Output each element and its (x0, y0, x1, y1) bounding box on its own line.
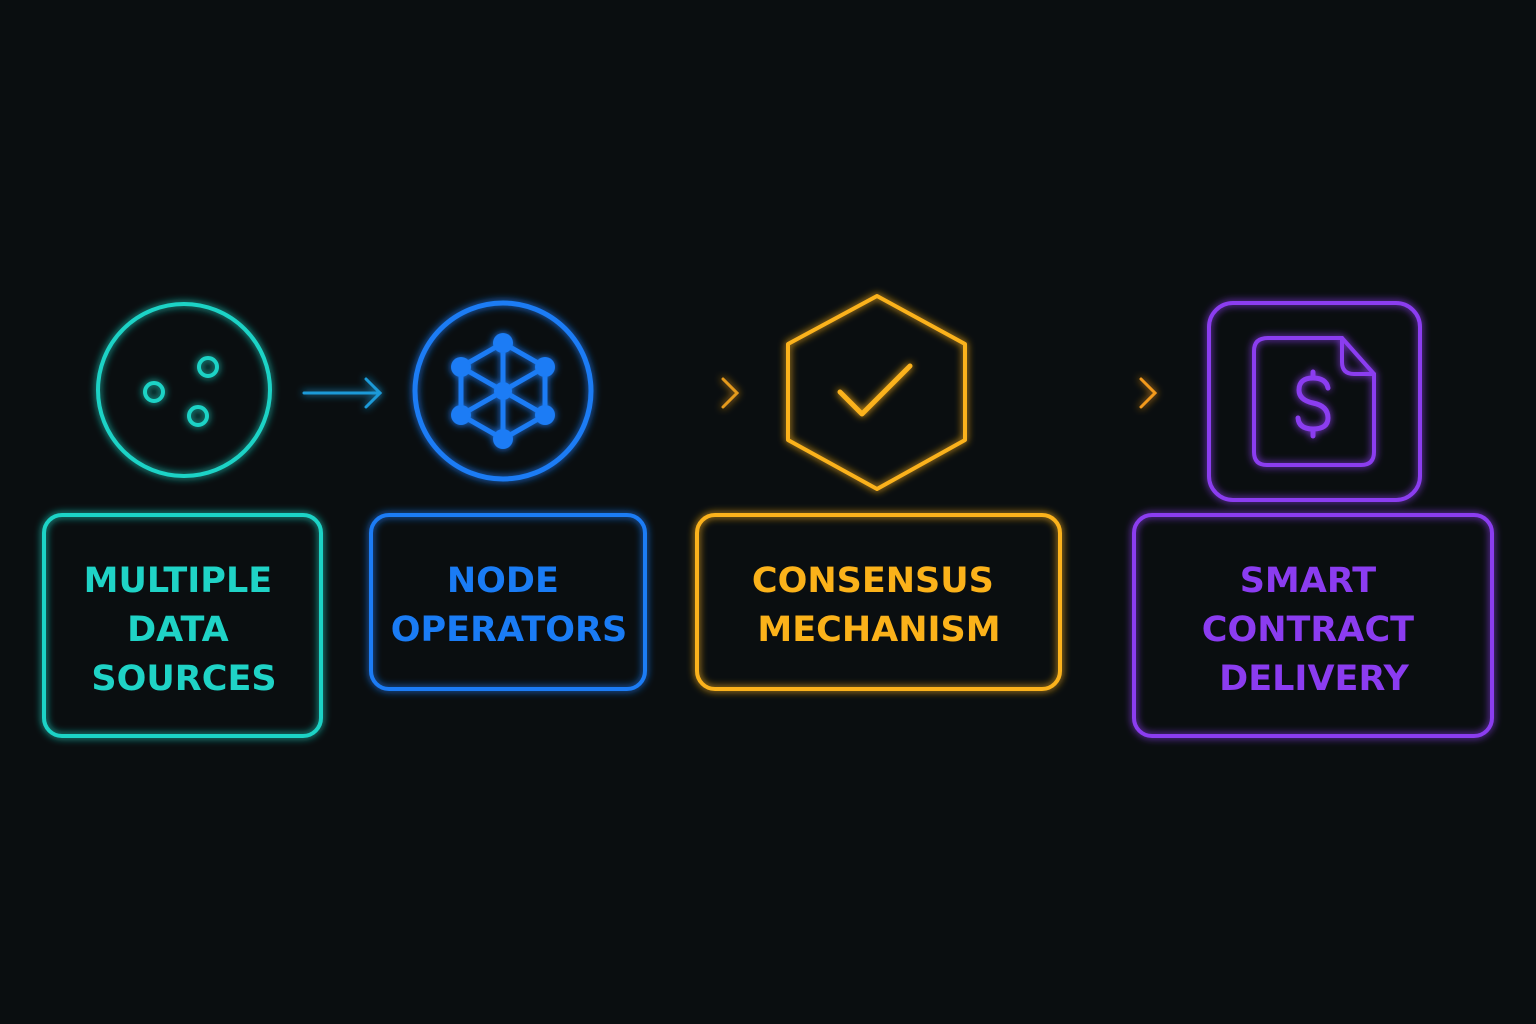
label-box (1132, 513, 1494, 738)
node-network-icon (412, 300, 594, 482)
step-multiple-data-sources (42, 302, 323, 738)
step-label: SMART CONTRACT DELIVERY (1202, 561, 1426, 699)
dollar-document-icon (1207, 301, 1422, 502)
step-label: CONSENSUS MECHANISM (752, 561, 1006, 650)
step-label: NODE OPERATORS (391, 561, 627, 650)
label-box (695, 513, 1062, 691)
arrow-right-icon (1008, 377, 1158, 409)
step-smart-contract-delivery (1132, 301, 1494, 738)
hexagon-check-icon (786, 294, 967, 491)
label-box (42, 513, 323, 738)
arrow-right-icon (626, 377, 740, 409)
step-node-operators (369, 300, 647, 691)
data-points-circle-icon (96, 302, 272, 478)
step-label: MULTIPLE DATA SOURCES (84, 561, 285, 699)
arrow-right-icon (302, 377, 383, 409)
step-consensus-mechanism (695, 294, 1062, 691)
label-box (369, 513, 647, 691)
